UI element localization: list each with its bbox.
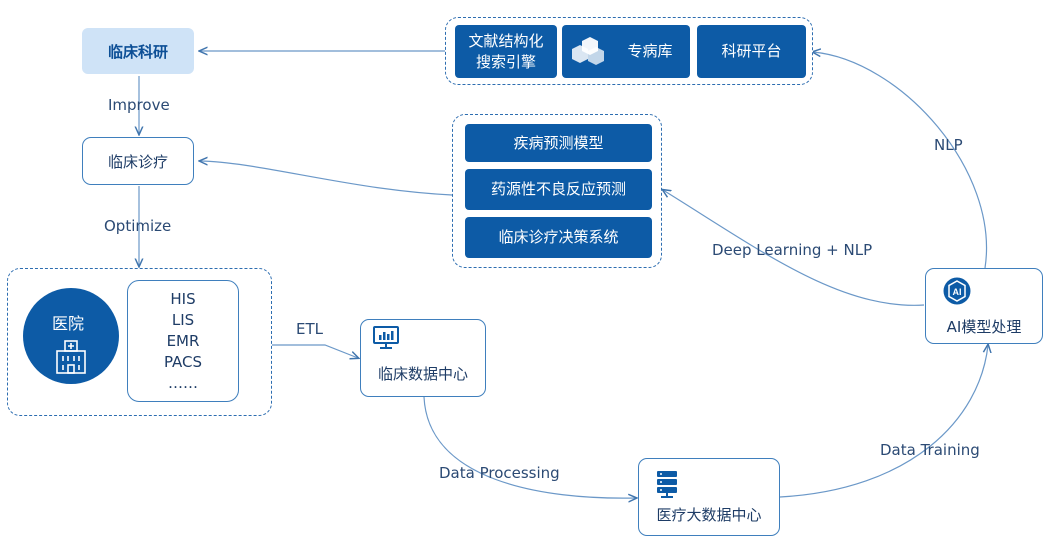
clinical-data-center-node: 临床数据中心 bbox=[360, 319, 486, 397]
ai-model-processing-node: AI模型处理 bbox=[925, 268, 1043, 344]
optimize-label: Optimize bbox=[104, 217, 172, 235]
edge-etl bbox=[272, 344, 358, 358]
system-emr: EMR bbox=[166, 331, 200, 350]
clinical-decision-system-box: 临床诊疗决策系统 bbox=[465, 217, 652, 258]
hospital-building-icon bbox=[56, 340, 86, 374]
ai-icon-text: AI bbox=[953, 287, 962, 297]
monitor-chart-icon bbox=[373, 326, 399, 349]
edge-data-training bbox=[779, 345, 988, 498]
data-training-label: Data Training bbox=[880, 441, 980, 459]
literature-search-engine-box: 文献结构化 搜索引擎 bbox=[455, 25, 557, 78]
disease-prediction-model-box: 疾病预测模型 bbox=[465, 124, 652, 162]
improve-label: Improve bbox=[108, 96, 170, 114]
system-pacs: PACS bbox=[163, 352, 203, 371]
server-icon bbox=[657, 471, 677, 498]
ai-model-processing-label: AI模型处理 bbox=[946, 317, 1022, 336]
edge-nlp bbox=[813, 52, 988, 269]
drug-adverse-reaction-box: 药源性不良反应预测 bbox=[465, 169, 652, 210]
etl-label: ETL bbox=[296, 320, 323, 338]
data-processing-label: Data Processing bbox=[439, 464, 560, 482]
system-lis: LIS bbox=[171, 310, 195, 329]
ai-chip-icon: AI bbox=[943, 277, 971, 305]
edge-middle-to-diagnosis bbox=[200, 161, 453, 196]
edge-deep-learning bbox=[663, 190, 925, 306]
disease-database-label: 专病库 bbox=[627, 42, 673, 60]
clinical-data-center-label: 临床数据中心 bbox=[377, 364, 468, 383]
system-his: HIS bbox=[170, 289, 196, 308]
clinical-diagnosis-node: 临床诊疗 bbox=[82, 137, 194, 185]
edge-data-processing bbox=[423, 396, 636, 498]
deep-learning-nlp-label: Deep Learning + NLP bbox=[712, 241, 873, 259]
medical-big-data-center-label: 医疗大数据中心 bbox=[656, 505, 762, 524]
research-platform-box: 科研平台 bbox=[697, 25, 806, 78]
clinical-research-node: 临床科研 bbox=[82, 28, 194, 74]
hospital-circle bbox=[23, 288, 119, 384]
nlp-label: NLP bbox=[934, 136, 963, 154]
hospital-label: 医院 bbox=[52, 314, 85, 333]
database-cubes-icon bbox=[572, 37, 604, 65]
hospital-systems-list: HIS LIS EMR PACS …… bbox=[127, 280, 239, 402]
system-more: …… bbox=[168, 373, 198, 392]
